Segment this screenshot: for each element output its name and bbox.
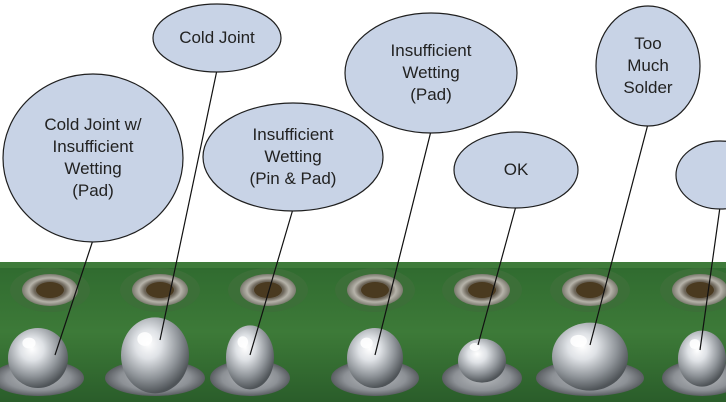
callout-bubble-ok	[453, 131, 579, 209]
leader-line-too-much-solder	[589, 123, 649, 346]
leader-line-cold-joint	[159, 69, 218, 341]
callout-bubble-insufficient-wetting-pad	[344, 12, 518, 134]
pad-row-back	[10, 268, 726, 312]
leader-line-ok	[477, 205, 517, 346]
solder-joint	[442, 338, 522, 396]
callout-bubble-cut-off	[675, 140, 726, 210]
callout-bubble-cold-joint-insufficient-wetting	[2, 73, 184, 243]
callout-bubble-insufficient-wetting-pin-pad	[202, 102, 384, 212]
solder-joint	[210, 325, 290, 396]
through-hole-pad	[660, 268, 726, 312]
through-hole-pad	[550, 268, 630, 312]
solder-joint	[105, 317, 205, 396]
leader-lines	[54, 69, 721, 356]
solder-joint	[536, 322, 644, 396]
solder-joint-row	[0, 317, 726, 396]
callout-bubbles	[2, 3, 726, 243]
leader-line-cut-off	[699, 206, 721, 351]
solder-joint	[331, 328, 419, 396]
callout-bubble-too-much-solder	[595, 5, 701, 127]
solder-joint	[662, 330, 726, 396]
through-hole-pad	[228, 268, 308, 312]
leader-line-insufficient-wetting-pad	[374, 130, 432, 356]
callout-bubble-cold-joint	[152, 3, 282, 73]
leader-line-insufficient-wetting-pin-pad	[249, 208, 294, 356]
through-hole-pad	[335, 268, 415, 312]
through-hole-pad	[10, 268, 90, 312]
solder-joint	[0, 328, 84, 396]
through-hole-pad	[120, 268, 200, 312]
through-hole-pad	[442, 268, 522, 312]
leader-line-cold-joint-insufficient-wetting	[54, 239, 94, 356]
